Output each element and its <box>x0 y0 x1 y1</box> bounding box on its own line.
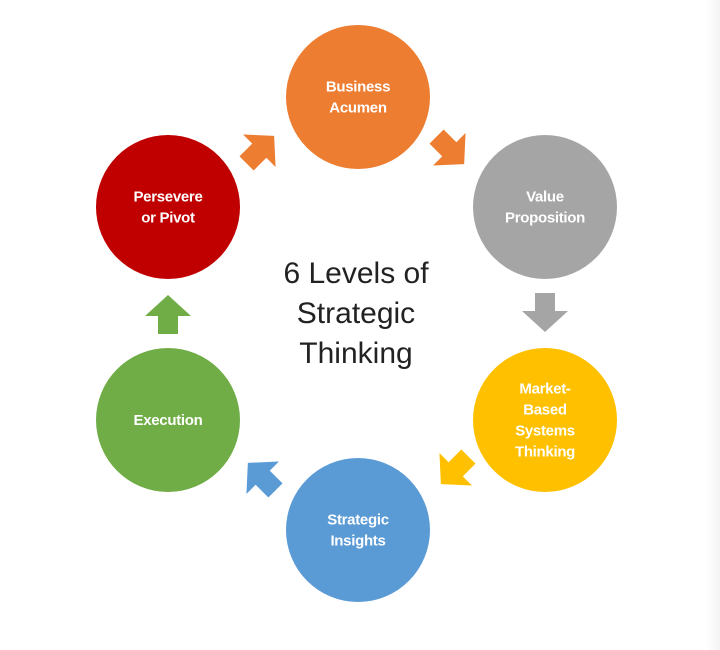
arrow-icon-persevere-or-pivot-to-business-acumen <box>239 134 276 171</box>
node-circle <box>96 135 240 279</box>
node-label: Proposition <box>505 210 585 227</box>
node-circle <box>473 135 617 279</box>
node-circle <box>286 25 430 169</box>
arrow-icon-market-based-systems-thinking-to-strategic-insights <box>439 449 476 486</box>
node-label: Acumen <box>329 100 387 117</box>
node-label: Systems <box>515 423 575 440</box>
node-label: Persevere <box>133 189 202 206</box>
node-circle <box>286 458 430 602</box>
node-label: Based <box>523 402 567 419</box>
node-label: Insights <box>330 533 385 550</box>
arrow-icon-value-proposition-to-market-based-systems-thinking <box>522 293 568 332</box>
node-circle <box>473 348 617 492</box>
center-title-line-2: Strategic <box>297 297 415 330</box>
node-persevere-or-pivot: Persevere or Pivot <box>96 135 240 279</box>
node-circle <box>96 348 240 492</box>
node-label: Execution <box>134 412 203 429</box>
node-execution: Execution <box>96 348 240 492</box>
node-label: or Pivot <box>141 210 195 227</box>
arrow-icon-execution-to-persevere-or-pivot <box>145 295 191 334</box>
arrow-icon-strategic-insights-to-execution <box>246 461 283 498</box>
node-label: Thinking <box>515 444 575 461</box>
arrow-icon-business-acumen-to-value-proposition <box>429 129 466 166</box>
node-label: Market- <box>519 381 571 398</box>
node-label: Value <box>526 189 564 206</box>
node-label: Business <box>326 79 390 96</box>
node-label: Strategic <box>327 512 389 529</box>
center-title-line-3: Thinking <box>299 337 412 370</box>
page-edge-shadow <box>706 0 720 650</box>
center-title-line-1: 6 Levels of <box>283 257 429 290</box>
